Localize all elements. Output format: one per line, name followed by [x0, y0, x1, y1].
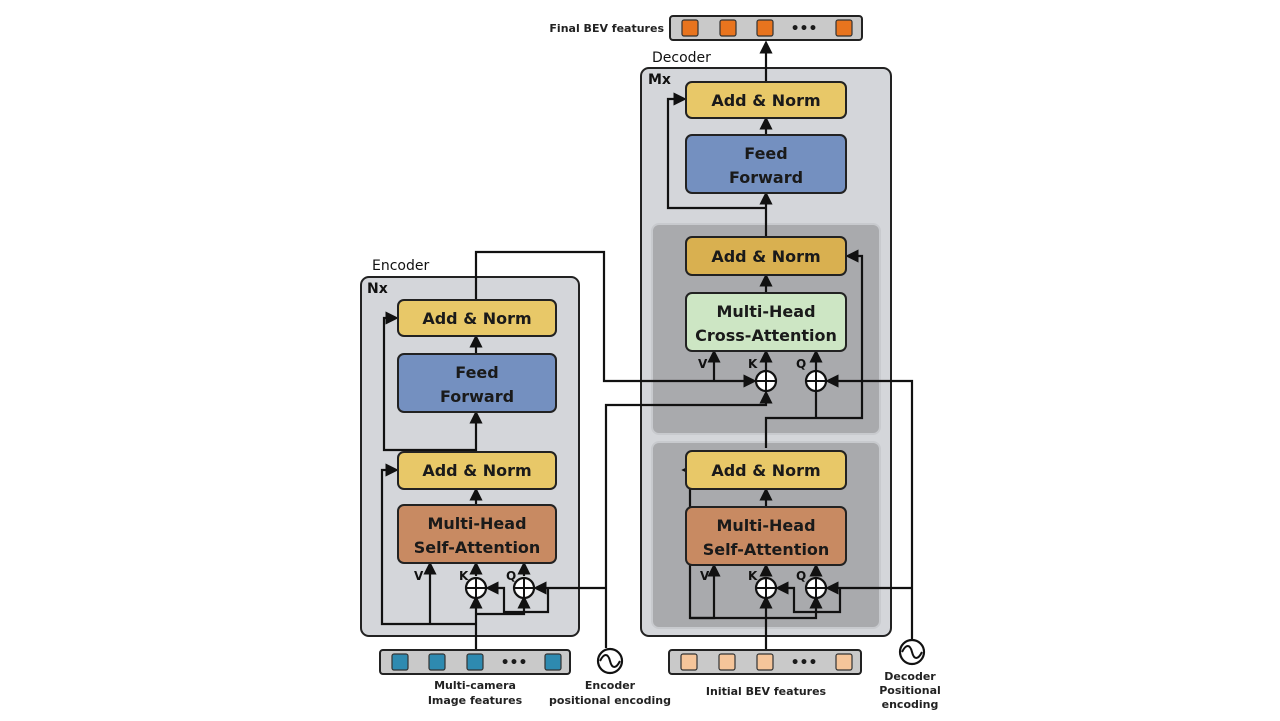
- image-feature-token-bar: •••: [379, 649, 571, 675]
- cross-k-add-icon: [754, 369, 778, 393]
- ellipsis: •••: [791, 655, 818, 671]
- svg-text:Feed: Feed: [455, 363, 498, 382]
- encoder-repeat-label: Nx: [367, 281, 388, 297]
- enc-k-add-icon: [464, 576, 488, 600]
- svg-text:Cross-Attention: Cross-Attention: [695, 326, 837, 345]
- initial-bev-token: [718, 653, 736, 671]
- decoder-feed-forward: Feed Forward: [685, 134, 847, 194]
- ellipsis: •••: [501, 655, 528, 671]
- svg-text:Multi-Head: Multi-Head: [427, 514, 526, 533]
- cross-q-add-icon: [804, 369, 828, 393]
- encoder-connections: [380, 250, 773, 652]
- decoder-repeat-label: Mx: [648, 72, 671, 88]
- decoder-pos-label-line2: Positional: [879, 684, 941, 697]
- encoder-title: Encoder: [372, 258, 429, 274]
- encoder-add-norm-top: Add & Norm: [397, 299, 557, 337]
- initial-bev-token: [756, 653, 774, 671]
- dec-self-q-label: Q: [796, 569, 806, 583]
- final-bev-token: [756, 19, 774, 37]
- decoder-cross-attention: Multi-Head Cross-Attention: [685, 292, 847, 352]
- encoder-self-attention: Multi-Head Self-Attention: [397, 504, 557, 564]
- initial-bev-token: [680, 653, 698, 671]
- ellipsis: •••: [791, 21, 818, 37]
- image-feature-token: [428, 653, 446, 671]
- svg-text:Add & Norm: Add & Norm: [711, 247, 820, 266]
- final-bev-token: [719, 19, 737, 37]
- svg-text:Forward: Forward: [729, 168, 803, 187]
- initial-bev-token: [835, 653, 853, 671]
- encoder-add-norm-bottom: Add & Norm: [397, 451, 557, 490]
- dec-self-k-label: K: [748, 569, 758, 583]
- decoder-pos-label-line3: encoding: [882, 698, 939, 711]
- svg-text:Self-Attention: Self-Attention: [414, 538, 541, 557]
- svg-text:Feed: Feed: [744, 144, 787, 163]
- svg-text:Add & Norm: Add & Norm: [711, 461, 820, 480]
- enc-v-label: V: [414, 569, 424, 583]
- image-feature-token: [391, 653, 409, 671]
- cross-q-label: Q: [796, 357, 806, 371]
- encoder-positional-encoding-icon: [596, 647, 624, 675]
- enc-q-add-icon: [512, 576, 536, 600]
- svg-text:Add & Norm: Add & Norm: [422, 309, 531, 328]
- image-features-label-line1: Multi-camera: [434, 679, 516, 692]
- dec-self-q-add-icon: [804, 576, 828, 600]
- dec-self-k-add-icon: [754, 576, 778, 600]
- decoder-positional-encoding-icon: [898, 638, 926, 666]
- enc-q-label: Q: [506, 569, 516, 583]
- svg-text:Add & Norm: Add & Norm: [711, 91, 820, 110]
- svg-text:Self-Attention: Self-Attention: [703, 540, 830, 559]
- enc-k-label: K: [459, 569, 469, 583]
- encoder-feed-forward: Feed Forward: [397, 353, 557, 413]
- final-bev-token: [681, 19, 699, 37]
- cross-k-label: K: [748, 357, 758, 371]
- decoder-add-norm-cross: Add & Norm: [685, 236, 847, 276]
- cross-v-label: V: [698, 357, 708, 371]
- dec-self-v-label: V: [700, 569, 710, 583]
- decoder-title: Decoder: [652, 50, 711, 66]
- image-feature-token: [544, 653, 562, 671]
- svg-text:Multi-Head: Multi-Head: [716, 516, 815, 535]
- svg-text:Multi-Head: Multi-Head: [716, 302, 815, 321]
- encoder-pos-label-line1: Encoder: [585, 679, 636, 692]
- image-features-label-line2: Image features: [428, 694, 523, 707]
- initial-bev-token-bar: •••: [668, 649, 862, 675]
- encoder-pos-label-line2: positional encoding: [549, 694, 671, 707]
- initial-bev-label: Initial BEV features: [706, 685, 827, 698]
- final-bev-label: Final BEV features: [549, 22, 664, 35]
- final-bev-token: [835, 19, 853, 37]
- decoder-pos-label-line1: Decoder: [884, 670, 936, 683]
- image-feature-token: [466, 653, 484, 671]
- decoder-add-norm-top: Add & Norm: [685, 81, 847, 119]
- decoder-self-attention: Multi-Head Self-Attention: [685, 506, 847, 566]
- decoder-add-norm-self: Add & Norm: [685, 450, 847, 490]
- svg-text:Add & Norm: Add & Norm: [422, 461, 531, 480]
- final-bev-token-bar: •••: [669, 15, 863, 41]
- svg-text:Forward: Forward: [440, 387, 514, 406]
